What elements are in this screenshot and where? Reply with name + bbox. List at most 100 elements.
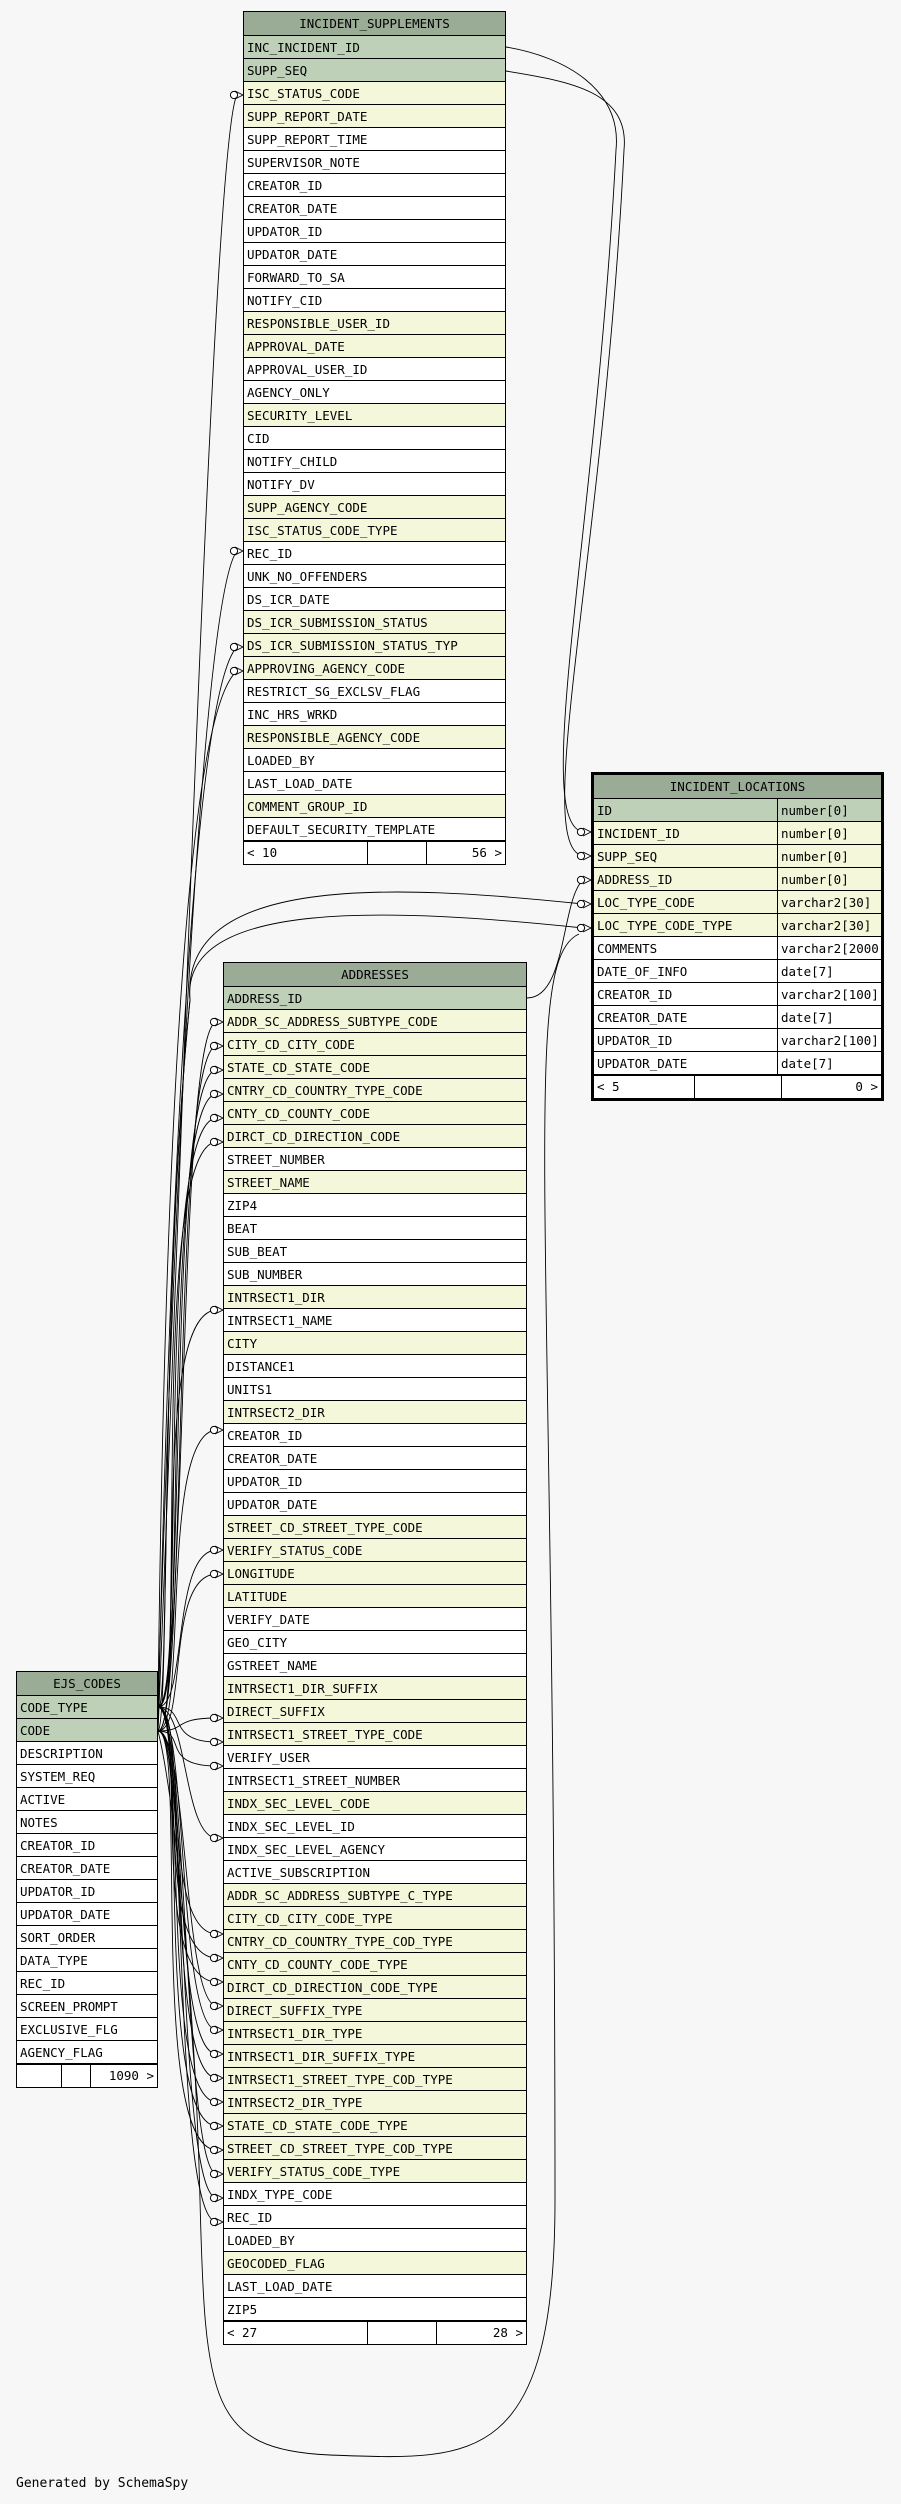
column-row-gstreet-name[interactable]: GSTREET_NAME <box>224 1654 526 1677</box>
column-row-geocoded-flag[interactable]: GEOCODED_FLAG <box>224 2252 526 2275</box>
column-row-creator-id[interactable]: CREATOR_ID <box>224 1424 526 1447</box>
column-row-active-subscription[interactable]: ACTIVE_SUBSCRIPTION <box>224 1861 526 1884</box>
column-row-intrsect1-dir-type[interactable]: INTRSECT1_DIR_TYPE <box>224 2022 526 2045</box>
column-row-state-cd-state-code-type[interactable]: STATE_CD_STATE_CODE_TYPE <box>224 2114 526 2137</box>
column-row-last-load-date[interactable]: LAST_LOAD_DATE <box>224 2275 526 2298</box>
column-row-updator-id[interactable]: UPDATOR_ID <box>244 220 505 243</box>
column-row-agency-only[interactable]: AGENCY_ONLY <box>244 381 505 404</box>
column-row-sub-number[interactable]: SUB_NUMBER <box>224 1263 526 1286</box>
column-row-creator-id[interactable]: CREATOR_ID <box>17 1834 157 1857</box>
column-row-supp-agency-code[interactable]: SUPP_AGENCY_CODE <box>244 496 505 519</box>
column-row-latitude[interactable]: LATITUDE <box>224 1585 526 1608</box>
column-row-cntry-cd-country-type-cod-type[interactable]: CNTRY_CD_COUNTRY_TYPE_COD_TYPE <box>224 1930 526 1953</box>
column-row-intrsect1-street-type-cod-type[interactable]: INTRSECT1_STREET_TYPE_COD_TYPE <box>224 2068 526 2091</box>
column-row-agency-flag[interactable]: AGENCY_FLAG <box>17 2041 157 2064</box>
column-row-exclusive-flg[interactable]: EXCLUSIVE_FLG <box>17 2018 157 2041</box>
column-row-comment-group-id[interactable]: COMMENT_GROUP_ID <box>244 795 505 818</box>
parents-count[interactable]: < 5 <box>597 1079 620 1094</box>
column-row-units1[interactable]: UNITS1 <box>224 1378 526 1401</box>
column-row-cid[interactable]: CID <box>244 427 505 450</box>
column-row-updator-date[interactable]: UPDATOR_DATE <box>17 1903 157 1926</box>
column-row-updator-date[interactable]: UPDATOR_DATE <box>224 1493 526 1516</box>
column-row-approval-date[interactable]: APPROVAL_DATE <box>244 335 505 358</box>
column-row-beat[interactable]: BEAT <box>224 1217 526 1240</box>
column-row-rec-id[interactable]: REC_ID <box>244 542 505 565</box>
column-row-responsible-user-id[interactable]: RESPONSIBLE_USER_ID <box>244 312 505 335</box>
column-row-supervisor-note[interactable]: SUPERVISOR_NOTE <box>244 151 505 174</box>
column-row-intrsect1-dir-suffix[interactable]: INTRSECT1_DIR_SUFFIX <box>224 1677 526 1700</box>
column-row-dirct-cd-direction-code-type[interactable]: DIRCT_CD_DIRECTION_CODE_TYPE <box>224 1976 526 1999</box>
column-row-indx-type-code[interactable]: INDX_TYPE_CODE <box>224 2183 526 2206</box>
column-row-creator-id[interactable]: CREATOR_ID <box>244 174 505 197</box>
column-row-intrsect2-dir[interactable]: INTRSECT2_DIR <box>224 1401 526 1424</box>
column-row-sort-order[interactable]: SORT_ORDER <box>17 1926 157 1949</box>
column-row-intrsect1-street-number[interactable]: INTRSECT1_STREET_NUMBER <box>224 1769 526 1792</box>
children-count[interactable]: 56 > <box>471 845 502 860</box>
column-row-longitude[interactable]: LONGITUDE <box>224 1562 526 1585</box>
column-row-approving-agency-code[interactable]: APPROVING_AGENCY_CODE <box>244 657 505 680</box>
column-row-intrsect1-dir-suffix-type[interactable]: INTRSECT1_DIR_SUFFIX_TYPE <box>224 2045 526 2068</box>
parents-count[interactable]: < 10 <box>247 845 278 860</box>
children-count[interactable]: 0 > <box>855 1079 878 1094</box>
column-row-default-security-template[interactable]: DEFAULT_SECURITY_TEMPLATE <box>244 818 505 841</box>
column-row-street-cd-street-type-cod-type[interactable]: STREET_CD_STREET_TYPE_COD_TYPE <box>224 2137 526 2160</box>
column-row-isc-status-code-type[interactable]: ISC_STATUS_CODE_TYPE <box>244 519 505 542</box>
column-row-indx-sec-level-id[interactable]: INDX_SEC_LEVEL_ID <box>224 1815 526 1838</box>
column-row-data-type[interactable]: DATA_TYPE <box>17 1949 157 1972</box>
column-row-street-number[interactable]: STREET_NUMBER <box>224 1148 526 1171</box>
column-row-updator-id[interactable]: UPDATOR_ID <box>224 1470 526 1493</box>
column-row-geo-city[interactable]: GEO_CITY <box>224 1631 526 1654</box>
column-row-creator-date[interactable]: CREATOR_DATE <box>17 1857 157 1880</box>
column-row-distance1[interactable]: DISTANCE1 <box>224 1355 526 1378</box>
column-row-notify-child[interactable]: NOTIFY_CHILD <box>244 450 505 473</box>
column-row-city[interactable]: CITY <box>224 1332 526 1355</box>
column-row-code[interactable]: CODE <box>17 1719 157 1742</box>
column-row-direct-suffix-type[interactable]: DIRECT_SUFFIX_TYPE <box>224 1999 526 2022</box>
column-row-loaded-by[interactable]: LOADED_BY <box>244 749 505 772</box>
column-row-notify-cid[interactable]: NOTIFY_CID <box>244 289 505 312</box>
column-row-city-cd-city-code-type[interactable]: CITY_CD_CITY_CODE_TYPE <box>224 1907 526 1930</box>
column-row-restrict-sg-exclsv-flag[interactable]: RESTRICT_SG_EXCLSV_FLAG <box>244 680 505 703</box>
column-row-city-cd-city-code[interactable]: CITY_CD_CITY_CODE <box>224 1033 526 1056</box>
column-row-ds-icr-submission-status[interactable]: DS_ICR_SUBMISSION_STATUS <box>244 611 505 634</box>
column-row-ds-icr-date[interactable]: DS_ICR_DATE <box>244 588 505 611</box>
children-count[interactable]: 1090 > <box>108 2068 154 2083</box>
column-row-forward-to-sa[interactable]: FORWARD_TO_SA <box>244 266 505 289</box>
children-count[interactable]: 28 > <box>492 2325 523 2340</box>
column-row-verify-status-code[interactable]: VERIFY_STATUS_CODE <box>224 1539 526 1562</box>
column-row-zip4[interactable]: ZIP4 <box>224 1194 526 1217</box>
column-row-rec-id[interactable]: REC_ID <box>224 2206 526 2229</box>
column-row-verify-user[interactable]: VERIFY_USER <box>224 1746 526 1769</box>
column-row-verify-status-code-type[interactable]: VERIFY_STATUS_CODE_TYPE <box>224 2160 526 2183</box>
column-row-updator-date[interactable]: UPDATOR_DATE <box>244 243 505 266</box>
column-row-updator-id[interactable]: UPDATOR_ID <box>17 1880 157 1903</box>
column-row-intrsect1-street-type-code[interactable]: INTRSECT1_STREET_TYPE_CODE <box>224 1723 526 1746</box>
column-row-notify-dv[interactable]: NOTIFY_DV <box>244 473 505 496</box>
column-row-direct-suffix[interactable]: DIRECT_SUFFIX <box>224 1700 526 1723</box>
column-row-screen-prompt[interactable]: SCREEN_PROMPT <box>17 1995 157 2018</box>
column-row-cnty-cd-county-code-type[interactable]: CNTY_CD_COUNTY_CODE_TYPE <box>224 1953 526 1976</box>
column-row-system-req[interactable]: SYSTEM_REQ <box>17 1765 157 1788</box>
column-row-security-level[interactable]: SECURITY_LEVEL <box>244 404 505 427</box>
column-row-unk-no-offenders[interactable]: UNK_NO_OFFENDERS <box>244 565 505 588</box>
column-row-verify-date[interactable]: VERIFY_DATE <box>224 1608 526 1631</box>
column-row-loaded-by[interactable]: LOADED_BY <box>224 2229 526 2252</box>
parents-count[interactable] <box>17 2065 61 2087</box>
column-row-intrsect2-dir-type[interactable]: INTRSECT2_DIR_TYPE <box>224 2091 526 2114</box>
column-row-addr-sc-address-subtype-code[interactable]: ADDR_SC_ADDRESS_SUBTYPE_CODE <box>224 1010 526 1033</box>
